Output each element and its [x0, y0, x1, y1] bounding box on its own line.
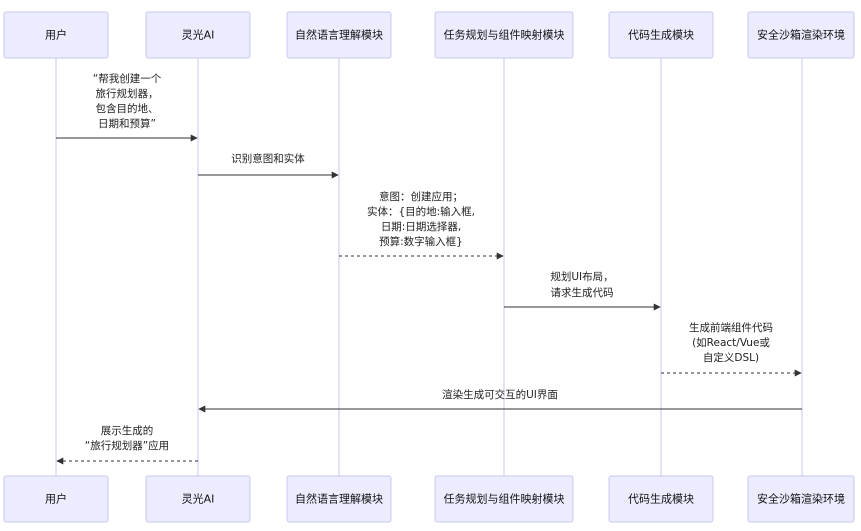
participant-label: 用户 — [45, 492, 67, 506]
message-generate-code: 生成前端组件代码 (如React/Vue或 自定义DSL) — [661, 321, 802, 377]
participant-nlu-bottom: 自然语言理解模块 — [286, 475, 392, 523]
participant-label: 自然语言理解模块 — [295, 492, 383, 506]
message-text-line: 旅行规划器， — [96, 87, 159, 100]
participant-planner-top: 任务规划与组件映射模块 — [434, 11, 574, 59]
message-text-line: 日期:日期选择器, — [381, 220, 461, 233]
participant-nlu-top: 自然语言理解模块 — [286, 11, 392, 59]
participant-label: 灵光AI — [182, 28, 215, 42]
message-text-line: (如React/Vue或 — [692, 336, 770, 349]
message-intent-entities: 意图：创建应用； 实体：{目的地:输入框, 日期:日期选择器, 预算:数字输入框… — [339, 190, 504, 260]
participant-label: 用户 — [45, 28, 67, 42]
participant-codegen-top: 代码生成模块 — [608, 11, 714, 59]
participant-label: 自然语言理解模块 — [295, 28, 383, 42]
participant-lingguang-top: 灵光AI — [145, 11, 251, 59]
participant-user-top: 用户 — [3, 11, 109, 59]
participant-codegen-bottom: 代码生成模块 — [608, 475, 714, 523]
message-text-line: 展示生成的 — [101, 424, 154, 437]
participant-label: 灵光AI — [182, 492, 215, 506]
participant-label: 安全沙箱渲染环境 — [757, 28, 845, 42]
messages: “帮我创建一个 旅行规划器， 包含目的地、 日期和预算” 识别意图和实体 意图：… — [56, 72, 802, 465]
participant-label: 代码生成模块 — [628, 492, 694, 506]
message-text-line: 识别意图和实体 — [231, 152, 305, 165]
participant-sandbox-top: 安全沙箱渲染环境 — [747, 11, 855, 59]
message-text-line: “帮我创建一个 — [93, 72, 162, 85]
message-text-line: 实体：{目的地:输入框, — [367, 205, 475, 218]
message-text-line: 请求生成代码 — [551, 286, 614, 299]
message-text-line: 生成前端组件代码 — [689, 321, 773, 334]
message-text-line: 包含目的地、 — [96, 102, 159, 115]
message-text-line: 意图：创建应用； — [379, 190, 463, 203]
message-render-ui: 渲染生成可交互的UI界面 — [198, 388, 802, 413]
message-text-line: 规划UI布局， — [550, 270, 613, 283]
participant-lingguang-bottom: 灵光AI — [145, 475, 251, 523]
participant-user-bottom: 用户 — [3, 475, 109, 523]
message-text-line: 日期和预算” — [98, 117, 156, 130]
message-request: “帮我创建一个 旅行规划器， 包含目的地、 日期和预算” — [56, 72, 198, 142]
participants-bottom: 用户 灵光AI 自然语言理解模块 任务规划与组件映射模块 代码生成模块 安全沙箱… — [3, 475, 855, 523]
message-show-app: 展示生成的 “旅行规划器”应用 — [56, 424, 198, 465]
participant-sandbox-bottom: 安全沙箱渲染环境 — [747, 475, 855, 523]
participant-label: 任务规划与组件映射模块 — [444, 492, 565, 506]
participant-planner-bottom: 任务规划与组件映射模块 — [434, 475, 574, 523]
participant-label: 代码生成模块 — [628, 28, 694, 42]
message-text-line: 自定义DSL) — [703, 351, 759, 364]
participant-label: 安全沙箱渲染环境 — [757, 492, 845, 506]
message-plan-layout: 规划UI布局， 请求生成代码 — [504, 270, 661, 311]
message-recognize-intent: 识别意图和实体 — [198, 152, 339, 179]
message-text-line: 预算:数字输入框} — [379, 235, 463, 248]
participants-top: 用户 灵光AI 自然语言理解模块 任务规划与组件映射模块 代码生成模块 安全沙箱… — [3, 11, 855, 59]
message-text-line: 渲染生成可交互的UI界面 — [442, 388, 558, 401]
lifelines — [55, 58, 803, 476]
message-text-line: “旅行规划器”应用 — [85, 439, 169, 452]
participant-label: 任务规划与组件映射模块 — [444, 28, 565, 42]
